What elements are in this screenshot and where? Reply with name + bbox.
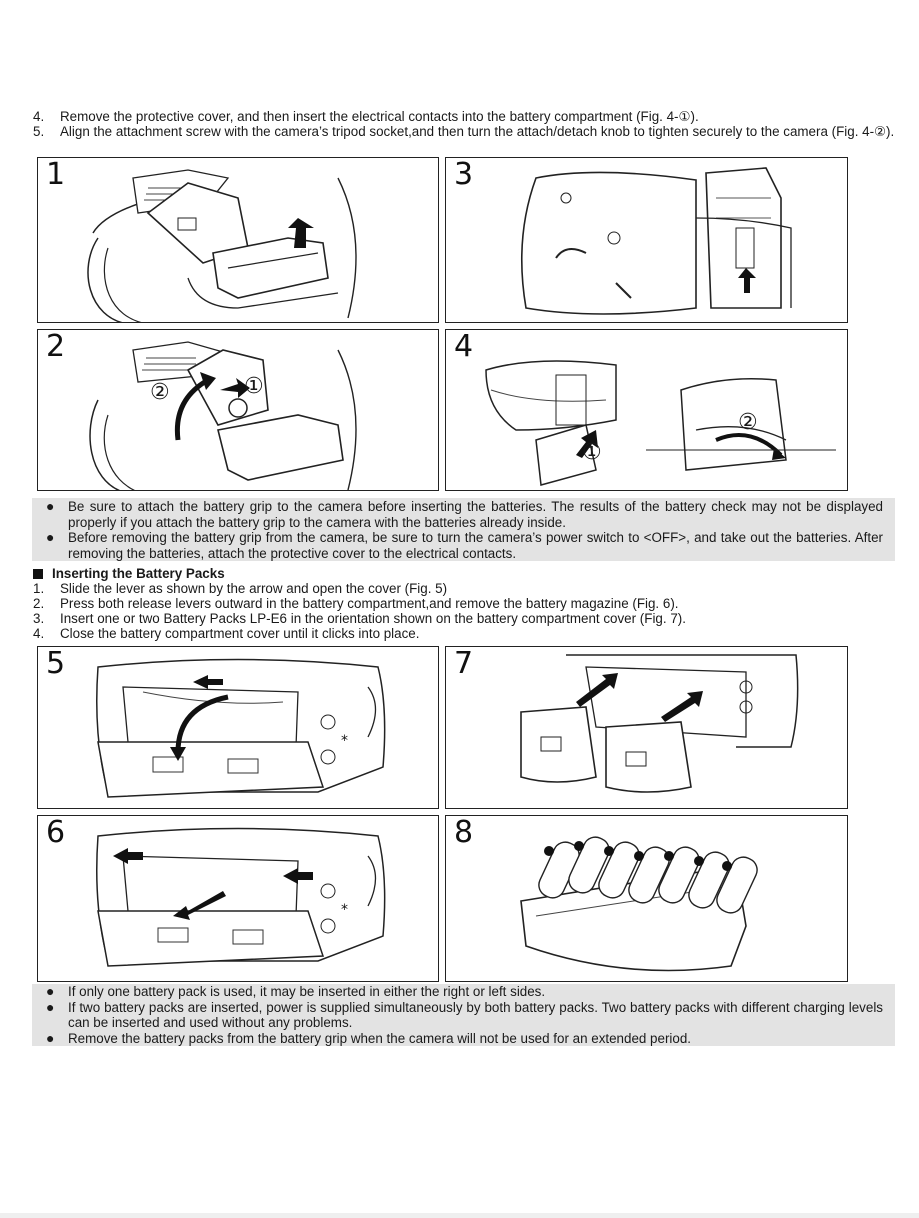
step-text: Align the attachment screw with the came…: [60, 124, 895, 139]
note-text: Be sure to attach the battery grip to th…: [68, 499, 883, 530]
figure-2: 2 ② ①: [37, 329, 439, 491]
figure-8-illustration: [520, 836, 758, 972]
note-text: Remove the battery packs from the batter…: [68, 1030, 692, 1046]
figure-label: 8: [454, 815, 474, 850]
figure-5-illustration: *: [96, 658, 386, 798]
note-text: Before removing the battery grip from th…: [68, 530, 883, 561]
note-item: ● If two battery packs are inserted, pow…: [46, 998, 883, 1031]
square-bullet-icon: [33, 569, 43, 579]
figure-8: 8: [445, 815, 848, 982]
figure-3-illustration: [520, 167, 792, 315]
figure-label: 5: [46, 646, 66, 681]
figure-4-illustration: [485, 360, 836, 486]
figure-label: 2: [46, 329, 66, 364]
bullet-icon: ●: [46, 529, 55, 545]
svg-text:*: *: [341, 733, 348, 749]
bullet-icon: ●: [46, 1029, 55, 1046]
step-item: 2. Press both release levers outward in …: [33, 596, 897, 611]
figure-label: 3: [454, 157, 474, 192]
callout-2: ②: [738, 410, 758, 435]
figure-2-illustration: [89, 341, 357, 490]
step-number: 5.: [33, 124, 45, 139]
step-number: 3.: [33, 611, 45, 626]
callout-2: ②: [150, 380, 170, 405]
notes-bottom: ● If only one battery pack is used, it m…: [32, 983, 895, 1047]
steps-mid: 1. Slide the lever as shown by the arrow…: [33, 581, 897, 641]
step-text: Slide the lever as shown by the arrow an…: [60, 581, 448, 596]
step-text: Close the battery compartment cover unti…: [60, 626, 420, 641]
figure-label: 1: [46, 157, 66, 192]
bullet-icon: ●: [46, 998, 55, 1015]
figure-7-illustration: [520, 654, 799, 793]
figure-3: 3: [445, 157, 848, 323]
step-number: 1.: [33, 581, 45, 596]
section-heading: Inserting the Battery Packs: [33, 566, 225, 581]
notes-top: ● Be sure to attach the battery grip to …: [32, 498, 895, 561]
step-number: 4.: [33, 109, 45, 124]
steps-top: 4. Remove the protective cover, and then…: [33, 109, 897, 139]
figure-label: 7: [454, 646, 474, 681]
step-text: Remove the protective cover, and then in…: [60, 109, 699, 124]
note-text: If two battery packs are inserted, power…: [68, 999, 883, 1031]
section-heading-text: Inserting the Battery Packs: [52, 566, 225, 581]
svg-text:*: *: [341, 902, 348, 918]
bullet-icon: ●: [46, 983, 55, 999]
figure-4: 4 ① ②: [445, 329, 848, 491]
step-number: 4.: [33, 626, 45, 641]
note-text: If only one battery pack is used, it may…: [68, 984, 546, 999]
step-item: 3. Insert one or two Battery Packs LP-E6…: [33, 611, 897, 626]
figure-6: * 6: [37, 815, 439, 982]
figure-label: 4: [454, 329, 474, 364]
figure-7: 7: [445, 646, 848, 809]
step-item: 4. Remove the protective cover, and then…: [33, 109, 897, 124]
page-bottom-edge: [0, 1213, 919, 1218]
figure-1: 1: [37, 157, 439, 323]
callout-1: ①: [244, 374, 264, 399]
step-item: 1. Slide the lever as shown by the arrow…: [33, 581, 897, 596]
note-item: ● Remove the battery packs from the batt…: [46, 1029, 883, 1047]
note-item: ● If only one battery pack is used, it m…: [46, 983, 883, 1000]
step-text: Insert one or two Battery Packs LP-E6 in…: [60, 611, 686, 626]
step-number: 2.: [33, 596, 45, 611]
step-text: Press both release levers outward in the…: [60, 596, 679, 611]
figure-6-illustration: *: [96, 827, 386, 967]
note-item: ● Be sure to attach the battery grip to …: [46, 498, 883, 530]
figure-5: * 5: [37, 646, 439, 809]
step-item: 4. Close the battery compartment cover u…: [33, 626, 897, 641]
figure-label: 6: [46, 815, 66, 850]
note-item: ● Before removing the battery grip from …: [46, 529, 883, 561]
step-item: 5. Align the attachment screw with the c…: [33, 124, 897, 139]
callout-1: ①: [582, 440, 602, 465]
bullet-icon: ●: [46, 498, 55, 514]
figure-1-illustration: [87, 169, 357, 322]
